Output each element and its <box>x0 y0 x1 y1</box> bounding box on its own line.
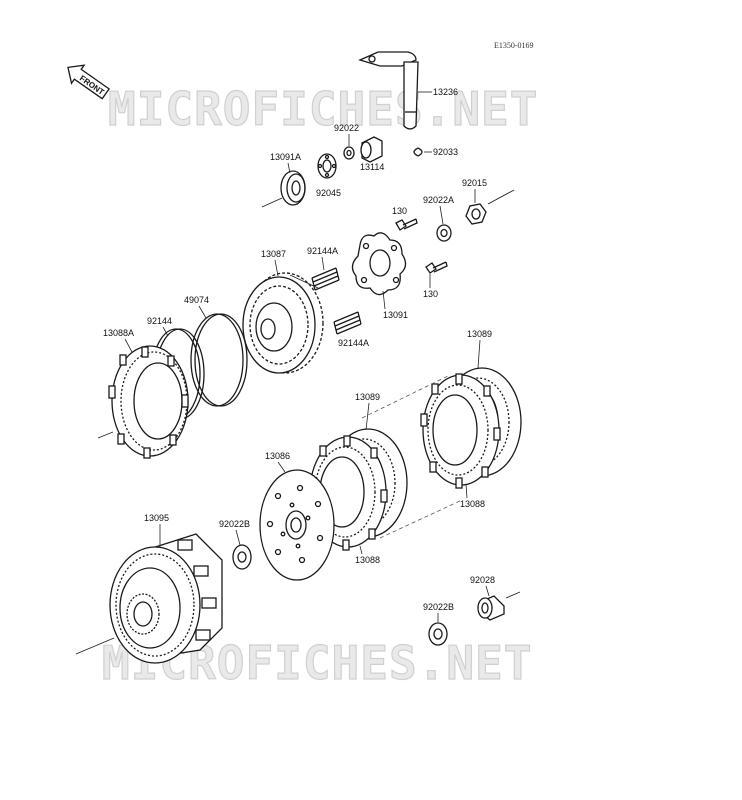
label-13089-right: 13089 <box>467 329 492 339</box>
collar-92028 <box>477 595 505 621</box>
watermark-top: MICROFICHES.NET <box>108 82 538 136</box>
label-92015: 92015 <box>462 178 487 188</box>
spring-92144A-bottom <box>333 311 362 335</box>
label-92144A-top: 92144A <box>307 246 338 256</box>
friction-plate-13088-right <box>420 373 501 489</box>
label-13236: 13236 <box>433 87 458 97</box>
bearing-92045 <box>317 153 337 179</box>
label-92022B-left: 92022B <box>219 519 250 529</box>
label-13088A: 13088A <box>103 328 134 338</box>
label-13088-right: 13088 <box>460 499 485 509</box>
label-92144: 92144 <box>147 316 172 326</box>
label-92144A-bottom: 92144A <box>338 338 369 348</box>
spring-92144A-top <box>311 267 340 291</box>
label-13086: 13086 <box>265 451 290 461</box>
label-92028: 92028 <box>470 575 495 585</box>
washer-92022B-left <box>232 544 252 570</box>
ring-49074 <box>190 313 248 407</box>
nut-92015 <box>465 203 487 225</box>
label-13091: 13091 <box>383 310 408 320</box>
plate-13086 <box>259 469 335 581</box>
label-92022B-right: 92022B <box>423 602 454 612</box>
label-92022: 92022 <box>334 123 359 133</box>
front-arrow-icon: FRONT <box>67 64 111 100</box>
housing-13095 <box>109 533 223 664</box>
washer-92022B-right <box>428 622 448 646</box>
label-49074: 49074 <box>184 295 209 305</box>
label-92022A: 92022A <box>423 195 454 205</box>
label-13089-middle: 13089 <box>355 392 380 402</box>
washer-92022 <box>343 146 355 160</box>
friction-plate-13088A <box>108 345 189 459</box>
plate-13091 <box>351 232 407 296</box>
label-13088-middle: 13088 <box>355 555 380 565</box>
label-13114: 13114 <box>360 162 384 172</box>
hub-13087 <box>242 272 324 374</box>
label-130-bottom: 130 <box>423 289 438 299</box>
diagram-code: E1350-0169 <box>494 41 534 50</box>
label-130-top: 130 <box>392 206 407 216</box>
label-92033: 92033 <box>433 147 458 157</box>
bolt-130-bottom <box>425 261 448 274</box>
label-13087: 13087 <box>261 249 286 259</box>
bushing-13114 <box>360 136 383 163</box>
circlip-92033 <box>413 147 423 157</box>
seal-13091A <box>280 170 306 206</box>
bolt-130-top <box>395 218 418 231</box>
release-shaft-13236 <box>358 51 419 130</box>
label-13091A: 13091A <box>270 152 301 162</box>
label-13095: 13095 <box>144 513 169 523</box>
washer-92022A <box>436 224 452 242</box>
label-92045: 92045 <box>316 188 341 198</box>
